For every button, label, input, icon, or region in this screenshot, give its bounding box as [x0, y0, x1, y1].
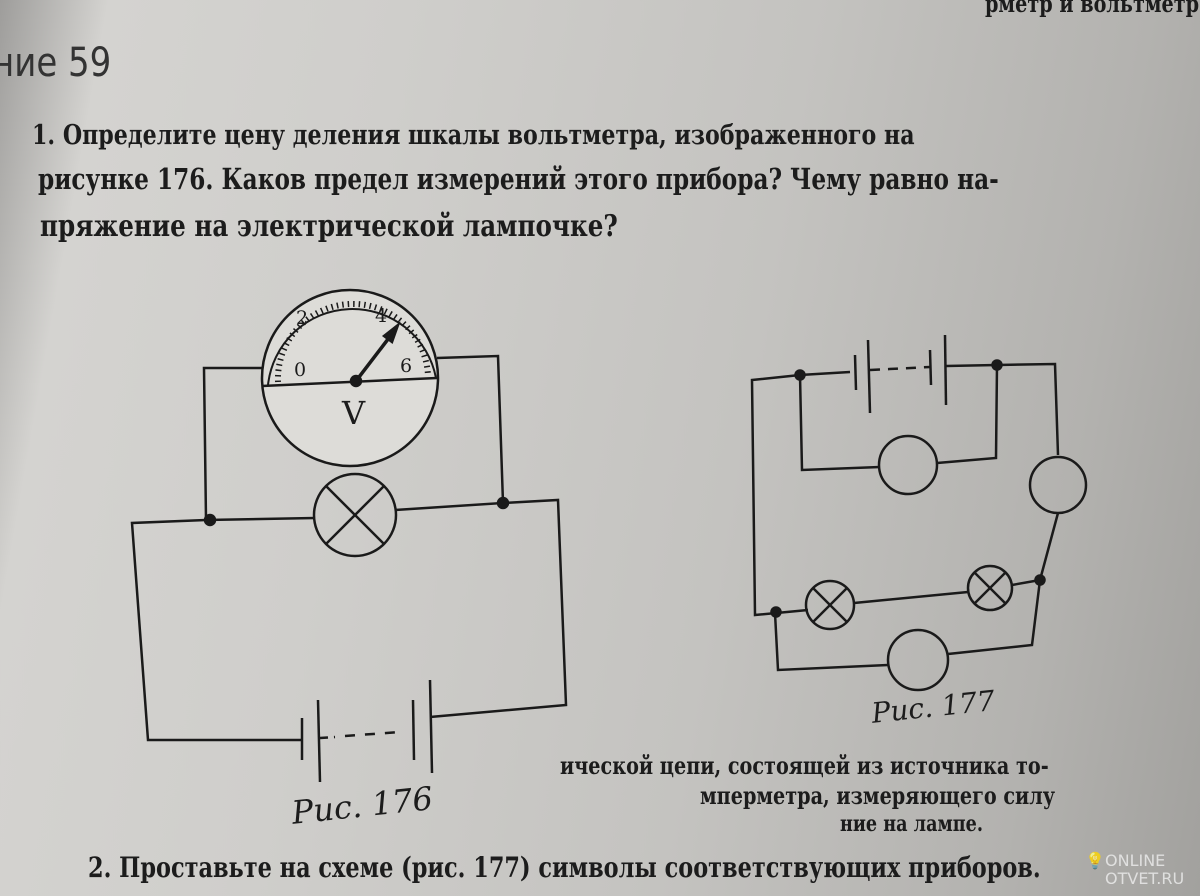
battery [300, 679, 434, 783]
figure-177-circuit [750, 334, 1088, 692]
scale-label-0: 0 [294, 359, 307, 381]
task2-line2: ической цепи, состоящей из источника то- [560, 751, 1049, 780]
task1-line2: рисунке 176. Каков предел измерений этог… [38, 162, 999, 196]
scale-label-6: 6 [400, 355, 413, 377]
figure-176-circuit [130, 288, 568, 783]
task1-line1: 1. Определите цену деления шкалы вольтме… [32, 120, 915, 151]
device-circle-1 [877, 434, 939, 496]
scale-label-2: 2 [296, 307, 309, 329]
task2-line3: мперметра, измеряющего силу [700, 781, 1056, 810]
device-circle-3 [886, 628, 950, 692]
task2-line1: 2. Проставьте на схеме (рис. 177) символ… [88, 851, 1041, 884]
section-heading: ние 59 [0, 40, 112, 86]
lamp [312, 472, 398, 558]
scale-label-4: 4 [375, 305, 388, 327]
watermark-line2: OTVET.RU [1105, 869, 1185, 888]
lamp-2 [966, 564, 1014, 612]
task1-line3: пряжение на электрической лампочке? [40, 209, 618, 244]
task2-line4: ние на лампе. [840, 811, 983, 837]
previous-text-fragment: рметр и вольтметр? [985, 0, 1200, 18]
lightbulb-icon: 💡 [1085, 851, 1105, 870]
watermark-line1: ONLINE [1105, 851, 1166, 870]
voltmeter-symbol: V [342, 394, 366, 432]
device-circle-2 [1028, 455, 1088, 515]
lamp-1 [804, 579, 856, 631]
